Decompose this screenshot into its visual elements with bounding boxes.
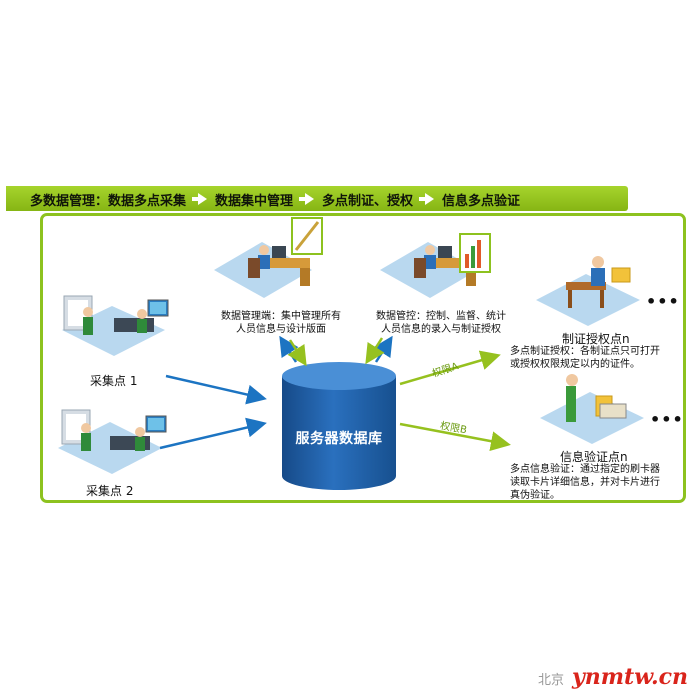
collect-point-2-label: 采集点 2 [86, 484, 134, 498]
header-step-3: 多点制证、授权 [322, 193, 414, 209]
arrow-db-to-verify [399, 422, 511, 452]
arrow-collect1-to-db [165, 374, 267, 405]
header-step-4: 信息多点验证 [442, 193, 521, 209]
watermark-site: ynmtw.cn [572, 664, 688, 690]
verify-point-desc-line-2: 读取卡片详细信息，并对卡片进行 [510, 477, 660, 488]
admin-1-desc-line-2: 人员信息与设计版面 [236, 324, 326, 335]
collection-station-1-illustration [62, 295, 169, 356]
collect-point-1-label: 采集点 1 [90, 374, 138, 388]
admin-station-1-illustration [214, 217, 323, 298]
watermark: 北京 ynmtw.cn [538, 664, 688, 690]
admin-station-2-illustration [380, 233, 491, 298]
arrow-right-icon [419, 193, 435, 205]
admin-1-desc: 数据管理端：集中管理所有 人员信息与设计版面 [216, 310, 346, 336]
database-cylinder [282, 362, 396, 490]
arrow-right-icon [299, 193, 315, 205]
issue-point-desc-line-1: 多点制证授权：各制证点只可打开 [510, 346, 660, 357]
header-steps: 多数据管理：数据多点采集 数据集中管理 多点制证、授权 信息多点验证 [30, 189, 520, 209]
verify-point-desc-line-3: 真伪验证。 [510, 490, 560, 501]
verify-point-desc-line-1: 多点信息验证：通过指定的刷卡器 [510, 464, 660, 475]
collection-station-2-illustration [58, 409, 167, 474]
more-verify-points-ellipsis: ••• [650, 410, 684, 429]
arrow-admin2-to-db [365, 337, 385, 365]
arrow-db-to-admin1 [279, 335, 299, 363]
admin-2-desc: 数据管控：控制、监督、统计 人员信息的录入与制证授权 [366, 310, 516, 336]
verify-point-illustration [540, 374, 644, 444]
admin-2-desc-line-1: 数据管控：控制、监督、统计 [376, 311, 506, 322]
watermark-city: 北京 [537, 673, 564, 688]
arrow-db-to-issue [399, 350, 501, 386]
admin-2-desc-line-2: 人员信息的录入与制证授权 [381, 324, 501, 335]
header-step-2: 数据集中管理 [215, 193, 294, 209]
header-step-1: 多数据管理：数据多点采集 [30, 193, 187, 209]
verify-point-desc: 多点信息验证：通过指定的刷卡器 读取卡片详细信息，并对卡片进行 真伪验证。 [510, 463, 680, 502]
issue-point-title: 制证授权点n [562, 332, 630, 346]
more-issue-points-ellipsis: ••• [646, 292, 680, 311]
arrow-right-icon [192, 193, 208, 205]
verify-point-title: 信息验证点n [560, 450, 628, 464]
database-label: 服务器数据库 [295, 431, 383, 447]
arrow-collect2-to-db [159, 417, 267, 450]
arrow-admin1-to-db [287, 339, 307, 367]
admin-1-desc-line-1: 数据管理端：集中管理所有 [221, 311, 341, 322]
issue-point-desc-line-2: 或授权权限规定以内的证件。 [510, 359, 640, 370]
issue-point-illustration [536, 256, 640, 326]
issue-point-desc: 多点制证授权：各制证点只可打开 或授权权限规定以内的证件。 [510, 345, 680, 371]
header-bar [6, 186, 628, 211]
